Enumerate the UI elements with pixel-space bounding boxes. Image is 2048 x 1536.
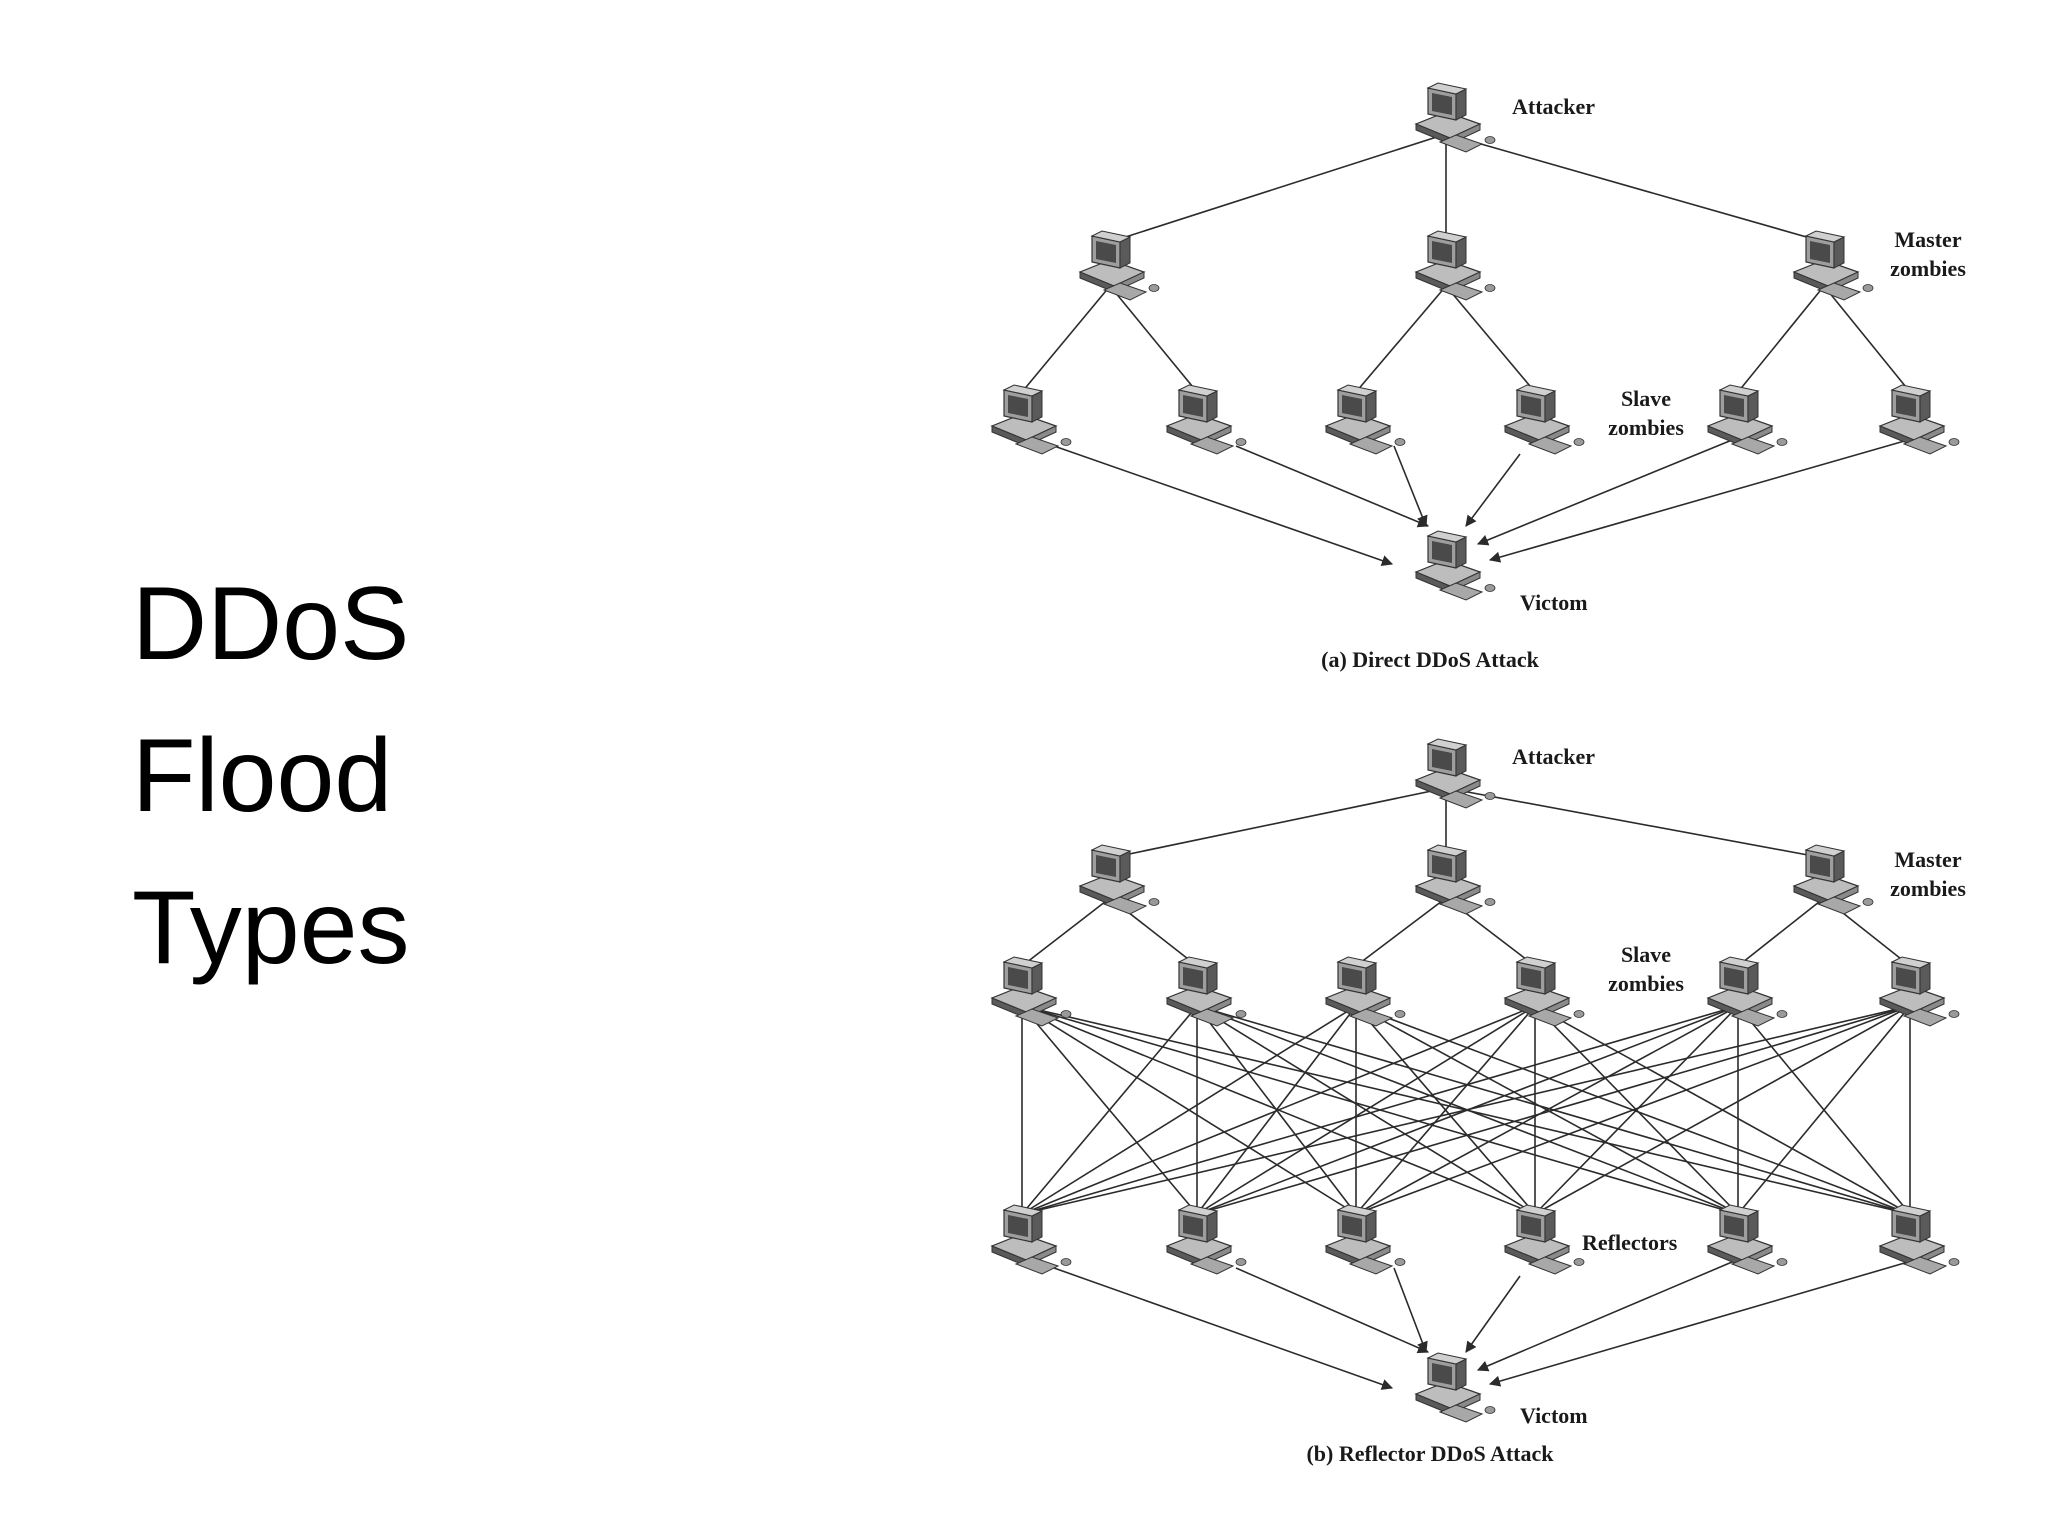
reflector-slave-label-line-2: zombies (1608, 971, 1684, 996)
direct-arrow-slave-victim-6 (1488, 439, 1909, 563)
reflector-victim-label: Victom (1520, 1403, 1588, 1428)
direct-ddos-diagram: Attacker Master zombies Slave zombies Vi… (990, 82, 1966, 672)
direct-slave-computer-icon-6 (1878, 384, 1960, 455)
reflector-edge-attacker-master-1 (1109, 787, 1447, 859)
reflector-victim-computer-icon (1414, 1352, 1496, 1423)
reflector-edge-slave-6-reflector-5 (1737, 1005, 1911, 1215)
reflector-master-computer-icon-2 (1414, 844, 1496, 915)
reflector-edge-slave-4-reflector-3 (1355, 1005, 1536, 1215)
direct-edges (1021, 133, 1911, 566)
direct-caption: (a) Direct DDoS Attack (1321, 647, 1539, 672)
direct-edge-master-slave-6 (1823, 285, 1911, 393)
reflector-nodes (990, 738, 1960, 1423)
direct-edge-attacker-master-3 (1445, 133, 1825, 243)
reflector-ddos-diagram: Attacker Master zombies Slave zombies Re… (990, 738, 1966, 1466)
direct-edge-master-slave-2 (1109, 285, 1198, 393)
direct-victim-label: Victom (1520, 590, 1588, 615)
slide-title: DDoS Flood Types (132, 548, 552, 1004)
reflector-reflector-computer-icon-4 (1503, 1204, 1585, 1275)
direct-master-label-line-2: zombies (1890, 256, 1966, 281)
direct-attacker-computer-icon (1414, 82, 1496, 153)
reflector-edge-slave-6-reflector-3 (1355, 1005, 1911, 1215)
direct-edge-master-slave-3 (1355, 285, 1447, 393)
reflector-master-label-line-1: Master (1894, 847, 1961, 872)
direct-master-computer-icon-2 (1414, 230, 1496, 301)
direct-slave-computer-icon-2 (1165, 384, 1247, 455)
reflector-slave-computer-icon-2 (1165, 956, 1247, 1027)
reflector-arrow-reflector-victim-2 (1235, 1267, 1430, 1354)
reflector-slave-computer-icon-6 (1878, 956, 1960, 1027)
reflector-edge-master-slave-5 (1737, 897, 1825, 967)
reflector-reflector-computer-icon-6 (1878, 1204, 1960, 1275)
reflector-edge-slave-6-reflector-4 (1534, 1005, 1911, 1215)
reflector-slave-computer-icon-5 (1706, 956, 1788, 1027)
reflector-edge-slave-5-reflector-3 (1355, 1005, 1739, 1215)
reflector-master-computer-icon-3 (1792, 844, 1874, 915)
reflector-master-label-line-2: zombies (1890, 876, 1966, 901)
reflector-reflector-computer-icon-5 (1706, 1204, 1788, 1275)
reflector-arrow-reflector-victim-5 (1476, 1261, 1733, 1372)
direct-slave-computer-icon-1 (990, 384, 1072, 455)
reflector-reflector-computer-icon-2 (1165, 1204, 1247, 1275)
direct-slave-computer-icon-4 (1503, 384, 1585, 455)
direct-edge-master-slave-1 (1021, 285, 1111, 393)
reflector-master-computer-icon-1 (1078, 844, 1160, 915)
direct-arrow-slave-victim-4 (1465, 453, 1521, 527)
reflector-edge-slave-3-reflector-1 (1021, 1005, 1357, 1215)
reflector-edge-slave-4-reflector-1 (1021, 1005, 1536, 1215)
reflector-slave-computer-icon-3 (1324, 956, 1406, 1027)
reflector-edge-slave-6-reflector-1 (1021, 1005, 1911, 1215)
direct-edge-master-slave-5 (1737, 285, 1825, 393)
title-line-1: DDoS (132, 566, 410, 682)
reflector-edge-slave-6-reflector-2 (1196, 1005, 1911, 1215)
reflector-reflectors-label: Reflectors (1582, 1230, 1678, 1255)
reflector-reflector-computer-icon-3 (1324, 1204, 1406, 1275)
reflector-caption: (b) Reflector DDoS Attack (1306, 1441, 1554, 1466)
reflector-edge-slave-4-reflector-2 (1196, 1005, 1536, 1215)
reflector-attacker-label: Attacker (1512, 744, 1595, 769)
reflector-arrow-reflector-victim-6 (1488, 1261, 1909, 1387)
reflector-edge-master-slave-3 (1355, 897, 1447, 967)
direct-slave-computer-icon-3 (1324, 384, 1406, 455)
direct-edge-attacker-master-1 (1109, 133, 1447, 243)
direct-arrow-slave-victim-2 (1235, 445, 1430, 528)
reflector-edges (1021, 787, 1911, 1390)
reflector-edge-slave-5-reflector-1 (1021, 1005, 1739, 1215)
direct-master-label-line-1: Master (1894, 227, 1961, 252)
direct-attacker-label: Attacker (1512, 94, 1595, 119)
reflector-edge-slave-2-reflector-1 (1021, 1005, 1198, 1215)
direct-arrow-slave-victim-1 (1053, 445, 1394, 566)
reflector-edge-master-slave-1 (1021, 897, 1111, 967)
reflector-attacker-computer-icon (1414, 738, 1496, 809)
reflector-arrow-reflector-victim-3 (1393, 1267, 1428, 1354)
reflector-slave-label-line-1: Slave (1621, 942, 1671, 967)
title-line-3: Types (132, 870, 410, 986)
reflector-arrow-reflector-victim-4 (1465, 1275, 1521, 1353)
direct-master-computer-icon-1 (1078, 230, 1160, 301)
direct-master-computer-icon-3 (1792, 230, 1874, 301)
title-line-2: Flood (132, 718, 393, 834)
reflector-slave-computer-icon-1 (990, 956, 1072, 1027)
direct-victim-computer-icon (1414, 530, 1496, 601)
reflector-edge-attacker-master-3 (1445, 787, 1825, 859)
direct-edge-master-slave-4 (1445, 285, 1536, 393)
direct-arrow-slave-victim-3 (1393, 445, 1428, 528)
direct-slave-label-line-2: zombies (1608, 415, 1684, 440)
reflector-slave-computer-icon-4 (1503, 956, 1585, 1027)
direct-arrow-slave-victim-5 (1476, 439, 1733, 546)
reflector-reflector-computer-icon-1 (990, 1204, 1072, 1275)
reflector-arrow-reflector-victim-1 (1053, 1267, 1394, 1390)
direct-nodes (990, 82, 1960, 601)
direct-slave-computer-icon-5 (1706, 384, 1788, 455)
reflector-edge-slave-5-reflector-4 (1534, 1005, 1739, 1215)
direct-slave-label-line-1: Slave (1621, 386, 1671, 411)
